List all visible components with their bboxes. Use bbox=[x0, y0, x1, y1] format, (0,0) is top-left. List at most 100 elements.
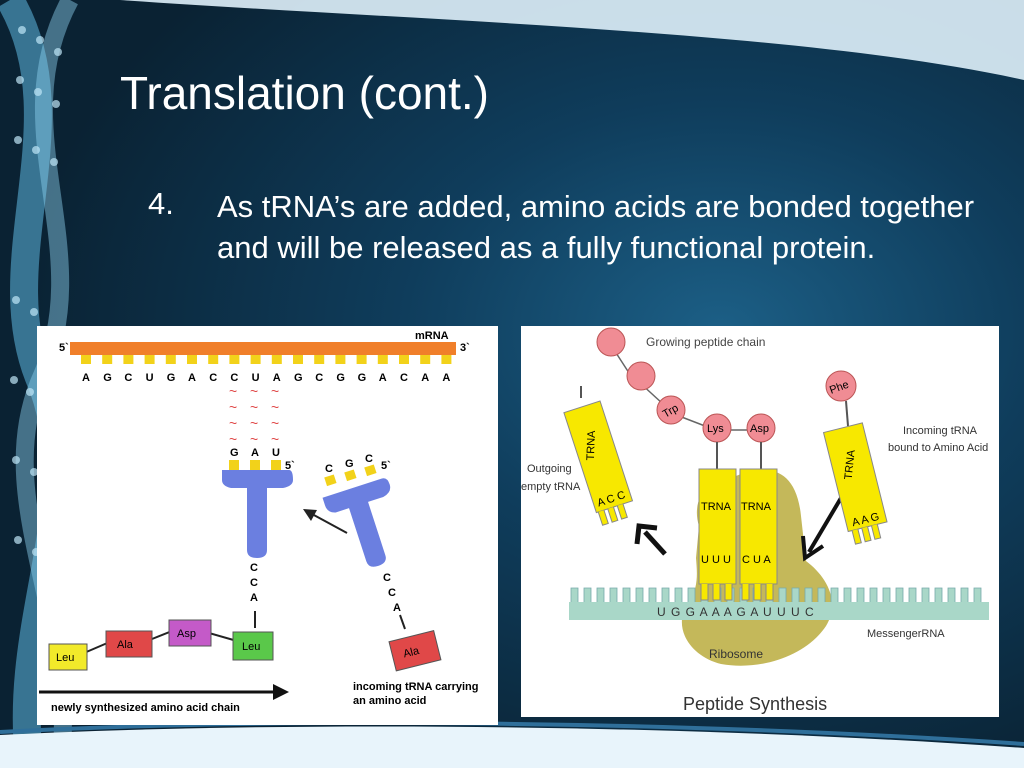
mrna-five-prime: 5` bbox=[59, 342, 69, 354]
attached-anticodon-letter: G bbox=[230, 447, 239, 459]
mrna-base-letter: A bbox=[82, 372, 90, 384]
mrna-tooth bbox=[661, 587, 670, 602]
chain-caption: newly synthesized amino acid chain bbox=[51, 702, 240, 714]
attached-cca-letter: C bbox=[250, 562, 258, 574]
mrna-sequence: U G G A A A G A U U U C bbox=[657, 605, 815, 619]
mrna-base-tooth bbox=[187, 355, 197, 364]
mrna-tooth bbox=[804, 587, 813, 602]
incoming-cca-letter: A bbox=[393, 602, 401, 614]
anticodon-asp: C U A bbox=[742, 554, 771, 566]
trna-asp-label: TRNA bbox=[741, 501, 772, 513]
amino-leu-1-label: Leu bbox=[56, 652, 74, 664]
peptide-synthesis-diagram: U G G A A A G A U U U C MessengerRNA Rib… bbox=[521, 326, 999, 717]
pairing-mark: ~ bbox=[250, 383, 258, 399]
mrna-base-letter: C bbox=[315, 372, 323, 384]
amino-lys-label: Lys bbox=[707, 423, 724, 435]
amino-ala-incoming-label: Ala bbox=[402, 645, 421, 661]
mrna-base-tooth bbox=[229, 355, 240, 364]
mrna-tooth bbox=[921, 587, 930, 602]
phe-stem bbox=[845, 400, 849, 427]
incoming-label-line1: Incoming tRNA bbox=[903, 425, 978, 437]
outgoing-label-line1: Outgoing bbox=[527, 463, 572, 475]
messenger-rna-label: MessengerRNA bbox=[867, 628, 945, 640]
trna-tooth bbox=[700, 584, 709, 601]
mrna-tooth bbox=[622, 587, 631, 602]
mrna-base-letter: A bbox=[421, 372, 429, 384]
bullet-text: As tRNA’s are added, amino acids are bon… bbox=[217, 189, 975, 265]
mrna-base-tooth bbox=[123, 355, 134, 364]
outgoing-trna-label: TRNA bbox=[585, 430, 598, 461]
messenger-rna-band bbox=[569, 602, 989, 620]
pairing-mark: ~ bbox=[271, 399, 279, 415]
amino-ala-1 bbox=[105, 630, 153, 658]
incoming-arrow bbox=[807, 496, 843, 554]
slide-title: Translation (cont.) bbox=[120, 67, 489, 119]
incoming-trna-label: TRNA bbox=[843, 449, 858, 481]
mrna-tooth bbox=[570, 587, 579, 602]
mrna-base-letter: C bbox=[230, 372, 238, 384]
mrna-base-letter: U bbox=[146, 372, 154, 384]
mrna-label: mRNA bbox=[415, 330, 449, 342]
incoming-trna-body bbox=[322, 478, 391, 567]
outgoing-label-line2: empty tRNA bbox=[521, 481, 581, 493]
growing-chain-label: Growing peptide chain bbox=[646, 335, 765, 349]
mrna-tooth bbox=[856, 587, 865, 602]
bottom-blue-line bbox=[0, 720, 1024, 746]
amino-ala-1-label: Ala bbox=[117, 639, 134, 651]
pairing-mark: ~ bbox=[229, 399, 237, 415]
attached-anticodon-tooth bbox=[250, 460, 260, 470]
mrna-tooth bbox=[648, 587, 657, 602]
outgoing-trna: TRNA A C C bbox=[563, 400, 634, 526]
amino-ball-phe bbox=[825, 370, 857, 402]
mrna-base-letter: G bbox=[294, 372, 303, 384]
amino-asp-right-label: Asp bbox=[750, 423, 769, 435]
pairing-mark: ~ bbox=[271, 415, 279, 431]
mrna-three-prime: 3` bbox=[460, 342, 470, 354]
pairing-mark: ~ bbox=[229, 431, 237, 447]
pairing-mark: ~ bbox=[229, 415, 237, 431]
mrna-base-tooth bbox=[271, 355, 282, 364]
mrna-base-letter: U bbox=[252, 372, 260, 384]
trna-lys: TRNA U U U bbox=[698, 468, 737, 601]
mrna-base-tooth bbox=[335, 355, 346, 364]
mrna-tooth bbox=[960, 587, 969, 602]
mrna-base-letter: G bbox=[336, 372, 345, 384]
mrna-base-tooth bbox=[314, 355, 325, 364]
mrna-tooth bbox=[674, 587, 683, 602]
ribosome-label: Ribosome bbox=[709, 647, 763, 661]
mrna-base-tooth bbox=[441, 355, 452, 364]
outgoing-arrow bbox=[643, 530, 667, 556]
mrna-tooth bbox=[778, 587, 787, 602]
attached-anticodon-letter: U bbox=[272, 447, 280, 459]
mrna-base-tooth bbox=[208, 355, 219, 364]
mrna-base-tooth bbox=[293, 355, 303, 364]
trna-asp: TRNA C U A bbox=[739, 468, 778, 601]
mrna-tooth bbox=[583, 587, 592, 602]
mrna-tooth bbox=[947, 587, 956, 602]
mrna-tooth bbox=[817, 587, 826, 602]
incoming-anticodon-letter: C bbox=[365, 453, 373, 465]
mrna-base-letter: G bbox=[358, 372, 367, 384]
mrna-base-letter: C bbox=[209, 372, 217, 384]
incoming-caption-line1: incoming tRNA carrying bbox=[353, 681, 479, 693]
mrna-tooth bbox=[791, 587, 800, 602]
mrna-base-tooth bbox=[377, 355, 388, 364]
movement-arrowhead bbox=[303, 509, 317, 521]
mrna-tooth bbox=[934, 587, 943, 602]
mrna-base-letter: A bbox=[273, 372, 281, 384]
attached-anticodon-letter: A bbox=[251, 447, 259, 459]
anticodon-lys: U U U bbox=[701, 554, 731, 566]
incoming-anticodon-letter: C bbox=[325, 463, 333, 475]
attached-cca-letter: A bbox=[250, 592, 258, 604]
mrna-base-letter: A bbox=[442, 372, 450, 384]
attached-trna-body bbox=[222, 470, 293, 558]
peptide-synthesis-caption: Peptide Synthesis bbox=[683, 694, 827, 714]
pairing-mark: ~ bbox=[250, 415, 258, 431]
pairing-mark: ~ bbox=[271, 383, 279, 399]
mrna-tooth bbox=[596, 587, 605, 602]
incoming-anticodon-letter: G bbox=[345, 458, 354, 470]
amino-leu-2-label: Leu bbox=[242, 641, 260, 653]
amino-ball-trp bbox=[656, 395, 686, 425]
